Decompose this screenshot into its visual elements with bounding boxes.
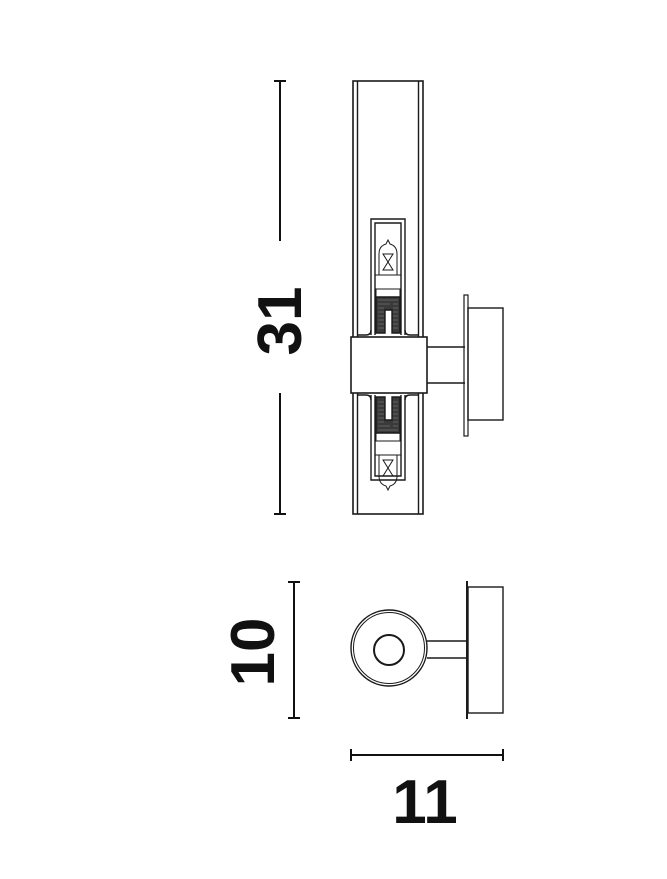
top-view — [350, 581, 504, 719]
lower-bulb-icon — [374, 432, 402, 492]
wall-box — [467, 307, 504, 421]
lower-bulb-housing — [370, 395, 406, 481]
tube-core — [373, 634, 405, 666]
dimension-31 — [274, 80, 286, 515]
top-wall-box — [467, 586, 504, 714]
tube-end-inner — [353, 612, 425, 684]
glass-tube-outer — [352, 80, 424, 515]
dimension-11 — [350, 749, 504, 761]
front-view — [350, 80, 504, 515]
upper-socket — [375, 296, 401, 334]
tube-end-outer — [350, 609, 428, 687]
dimension-11-label: 11 — [392, 768, 458, 837]
lower-socket — [375, 396, 401, 434]
dimension-31-label: 31 — [246, 287, 315, 356]
upper-bulb-housing — [370, 218, 406, 335]
center-block — [350, 336, 428, 394]
dimension-10 — [288, 581, 300, 719]
upper-bulb-icon — [374, 238, 402, 298]
dimension-10-label: 10 — [219, 618, 288, 687]
